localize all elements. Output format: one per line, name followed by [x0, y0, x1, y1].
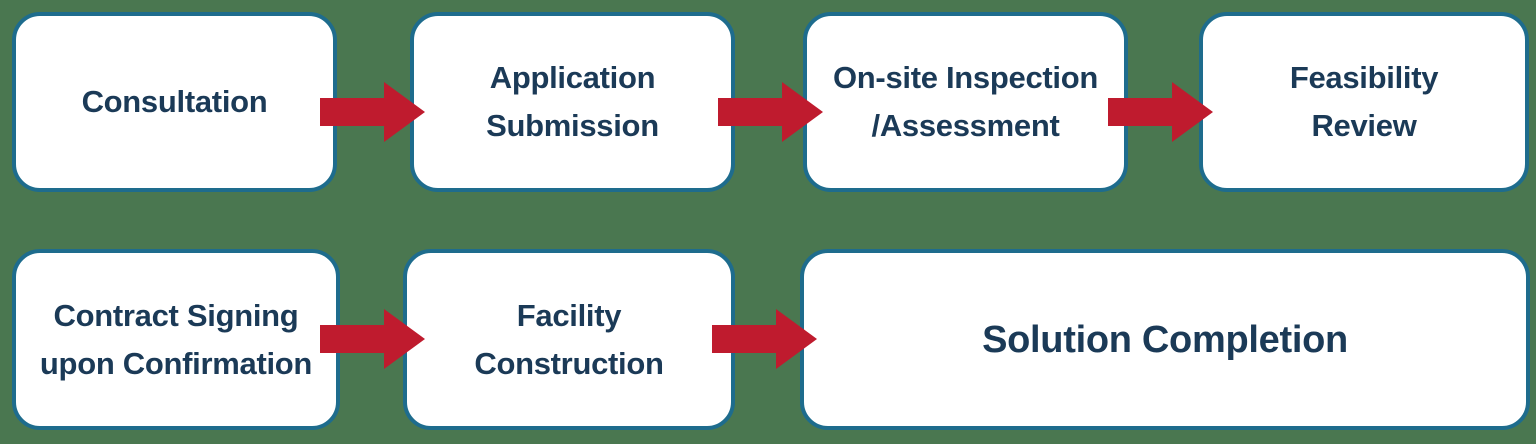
- flow-arrow: [320, 80, 425, 144]
- step-label-line: Submission: [486, 108, 659, 143]
- arrow-right-icon: [320, 82, 425, 142]
- step-label-line: Construction: [474, 345, 664, 381]
- step-label-line: Contract Signing: [53, 297, 299, 333]
- step-label-line: Consultation: [81, 84, 268, 119]
- step-label-line: Facility: [516, 297, 622, 333]
- step-box-contract-signing: Contract Signing upon Confirmation: [12, 249, 340, 430]
- arrow-right-icon: [712, 309, 817, 369]
- flow-arrow: [1108, 80, 1213, 144]
- arrow-right-icon: [718, 82, 823, 142]
- step-label-line: Solution Completion: [982, 318, 1348, 361]
- step-box-consultation: Consultation: [12, 12, 337, 192]
- step-label-line: /Assessment: [871, 108, 1060, 143]
- flow-arrow: [712, 307, 817, 371]
- step-label-line: Feasibility: [1289, 60, 1439, 95]
- arrow-right-icon: [1108, 82, 1213, 142]
- step-box-facility-construction: Facility Construction: [403, 249, 735, 430]
- step-box-solution-completion: Solution Completion: [800, 249, 1530, 430]
- step-box-onsite-inspection-assessment: On-site Inspection /Assessment: [803, 12, 1128, 192]
- step-box-feasibility-review: Feasibility Review: [1199, 12, 1529, 192]
- arrow-right-icon: [320, 309, 425, 369]
- step-box-application-submission: Application Submission: [410, 12, 735, 192]
- step-label-line: upon Confirmation: [39, 345, 313, 381]
- step-label-line: Application: [489, 60, 656, 95]
- flow-arrow: [718, 80, 823, 144]
- step-label-line: Review: [1311, 108, 1417, 143]
- flow-arrow: [320, 307, 425, 371]
- step-label-line: On-site Inspection: [832, 60, 1099, 95]
